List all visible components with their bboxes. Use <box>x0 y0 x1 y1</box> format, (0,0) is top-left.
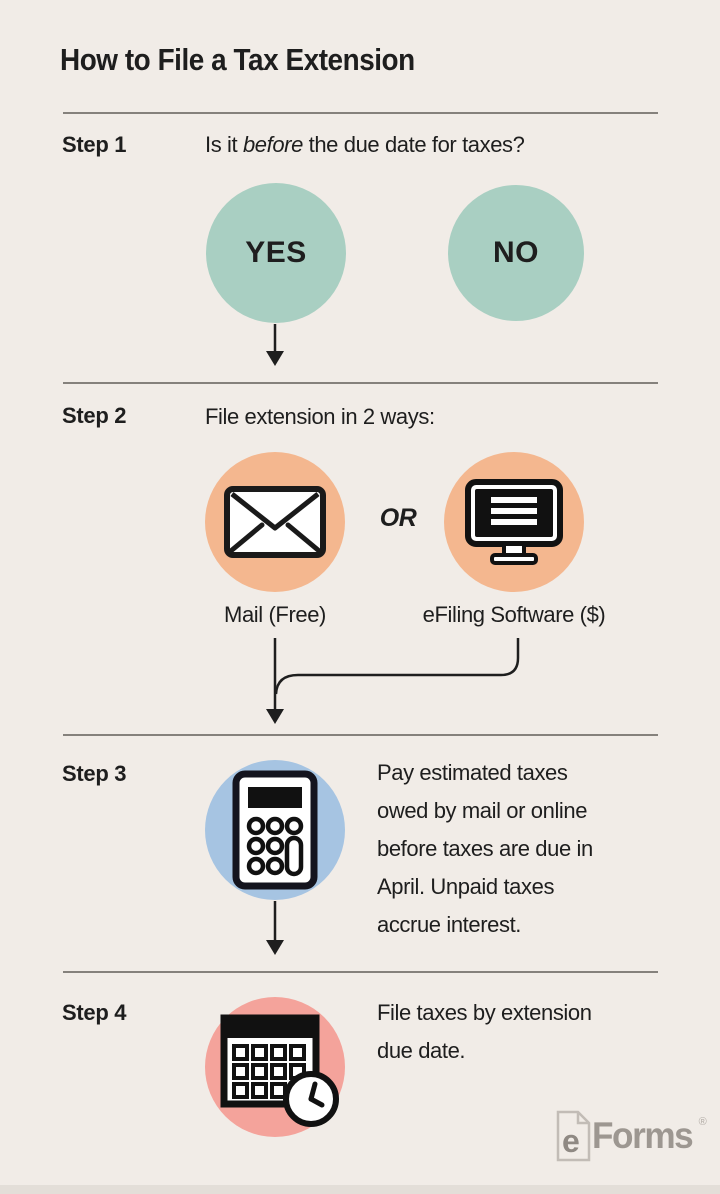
merge-arrowhead <box>266 709 284 724</box>
document-icon: e <box>556 1110 591 1162</box>
step3-line: owed by mail or online <box>377 798 588 823</box>
yes-label: YES <box>245 236 307 269</box>
section-divider <box>63 734 658 736</box>
efile-option-circle <box>444 452 584 592</box>
step1-question: Is it before the due date for taxes? <box>205 132 525 158</box>
mail-option-circle <box>205 452 345 592</box>
no-label: NO <box>493 236 539 269</box>
no-circle: NO <box>448 185 584 321</box>
step3-arrowhead <box>266 940 284 955</box>
step1-question-italic: before <box>242 132 303 157</box>
step3-line: accrue interest. <box>377 912 522 937</box>
calculator-icon <box>232 770 318 890</box>
step1-label: Step 1 <box>62 132 127 157</box>
step1-question-pre: Is it <box>205 132 243 157</box>
or-label: OR <box>379 504 417 532</box>
step3-text: Pay estimated taxes owed by mail or onli… <box>377 754 593 944</box>
step1-question-post: the due date for taxes? <box>302 132 525 157</box>
mail-caption: Mail (Free) <box>224 602 326 627</box>
step4-line: due date. <box>377 1038 466 1063</box>
section-divider <box>63 971 658 973</box>
computer-monitor-icon <box>465 479 563 565</box>
step4-text: File taxes by extension due date. <box>377 994 592 1070</box>
step3-line: April. Unpaid taxes <box>377 874 555 899</box>
step4-line: File taxes by extension <box>377 1000 592 1025</box>
pay-taxes-circle <box>205 760 345 900</box>
logo-e: e <box>562 1123 580 1159</box>
page-title: How to File a Tax Extension <box>60 42 415 77</box>
registered-mark: ® <box>698 1116 707 1128</box>
envelope-icon <box>224 486 326 558</box>
step2-label: Step 2 <box>62 403 127 428</box>
step3-line: Pay estimated taxes <box>377 760 568 785</box>
extension-date-circle <box>205 997 345 1137</box>
calendar-clock-icon <box>220 1014 339 1127</box>
section-divider <box>63 112 658 114</box>
section-divider <box>63 382 658 384</box>
yes-circle: YES <box>206 183 346 323</box>
efile-merge-curve <box>274 638 520 695</box>
step3-line: before taxes are due in <box>377 836 593 861</box>
step2-heading: File extension in 2 ways: <box>205 404 435 429</box>
step3-label: Step 3 <box>62 761 127 786</box>
eforms-logo: e Forms ® <box>552 1110 707 1162</box>
logo-forms-text: Forms <box>592 1115 694 1156</box>
step1-arrowhead <box>266 351 284 366</box>
efile-caption: eFiling Software ($) <box>422 602 606 627</box>
bottom-edge-shade <box>0 1185 720 1194</box>
step4-label: Step 4 <box>62 1000 127 1025</box>
